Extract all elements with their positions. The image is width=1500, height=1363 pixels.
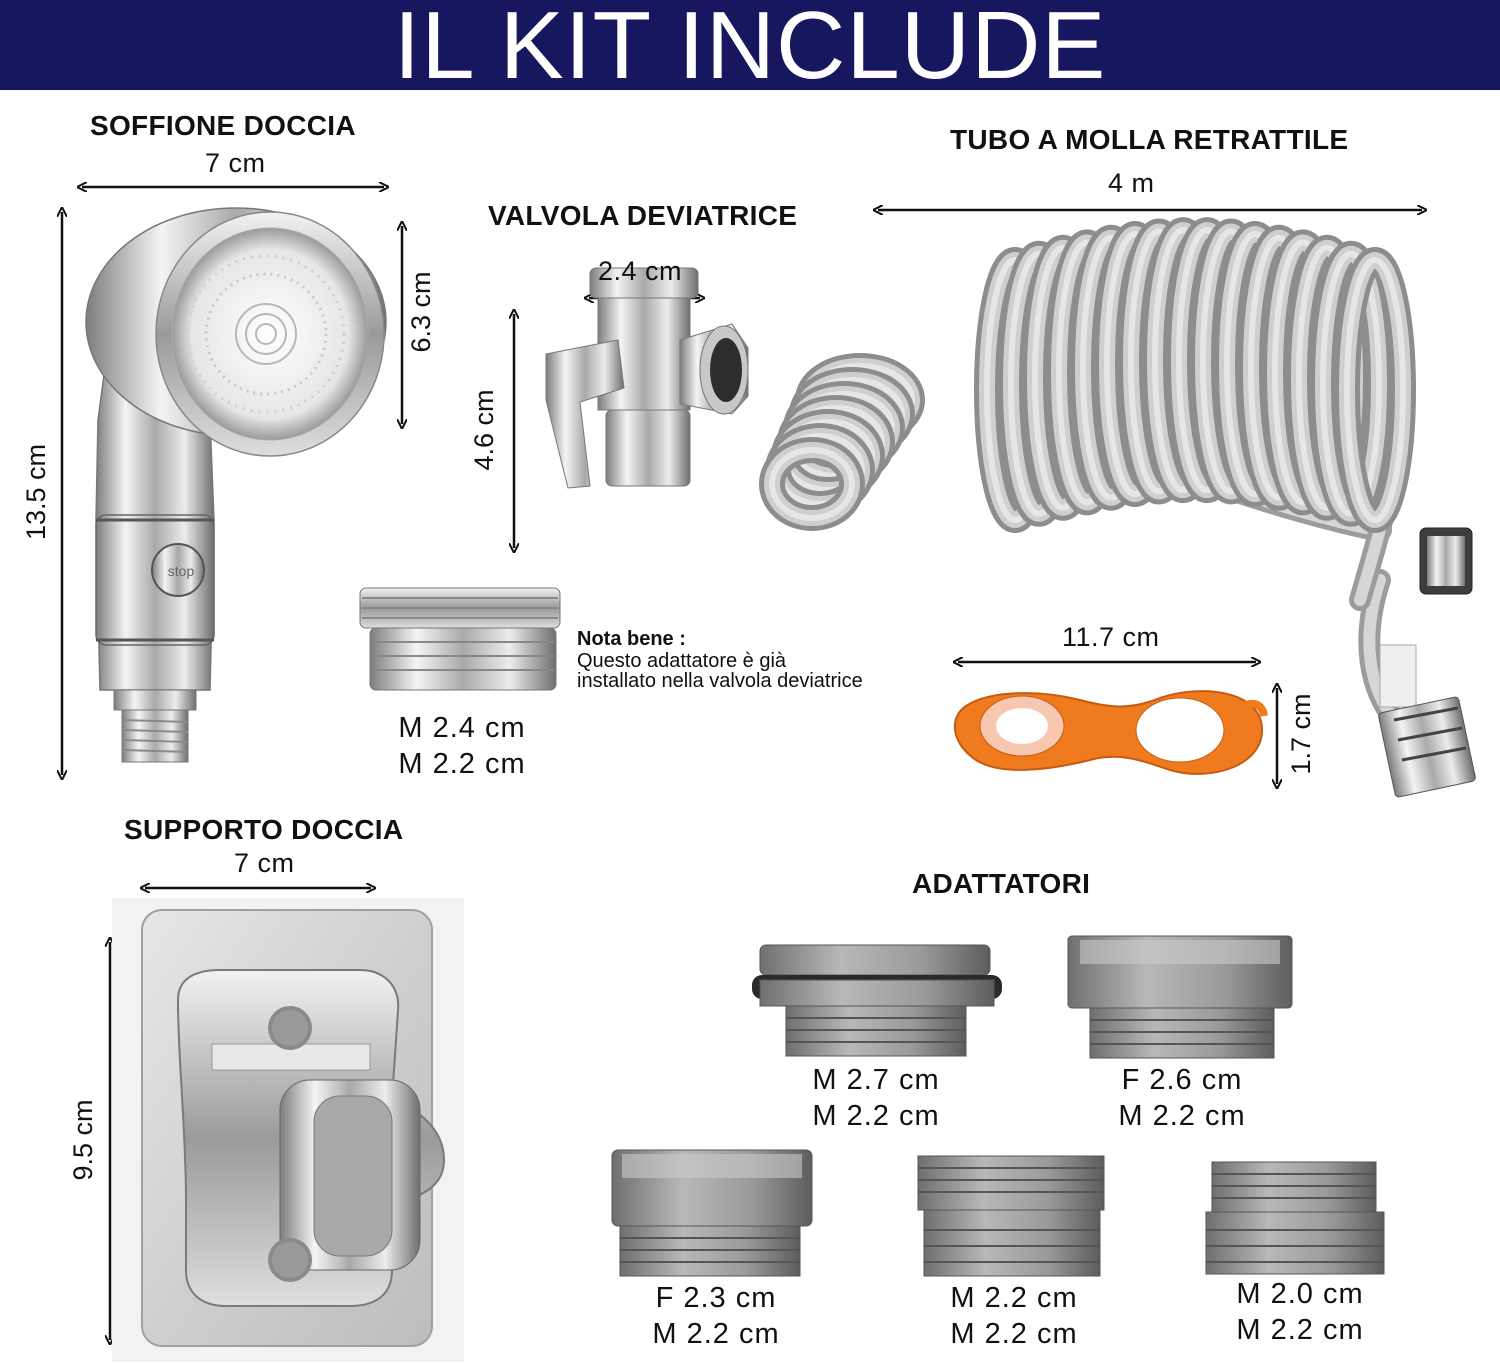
adapter-2-spec: F 2.6 cm M 2.2 cm	[1092, 1062, 1272, 1134]
shower-head-width-label: 7 cm	[205, 148, 266, 178]
adapter-4-spec-2: M 2.2 cm	[950, 1318, 1078, 1350]
note-title: Nota bene :	[577, 628, 686, 650]
diverter-valve-image	[545, 267, 749, 489]
adapters-title: ADATTATORI	[912, 868, 1091, 899]
adapter-4-spec-1: M 2.2 cm	[950, 1282, 1078, 1314]
adapter-1-spec-2: M 2.2 cm	[812, 1100, 940, 1132]
adapter-1-spec: M 2.7 cm M 2.2 cm	[786, 1062, 966, 1134]
adapter-4-spec: M 2.2 cm M 2.2 cm	[924, 1280, 1104, 1352]
adapter-2-image	[1067, 935, 1293, 1059]
valve-height-label: 4.6 cm	[469, 389, 499, 471]
note-line-2: installato nella valvola deviatrice	[577, 670, 863, 692]
header-banner	[0, 0, 1500, 90]
adapter-1-image	[752, 944, 1002, 1057]
adapter-3-spec: F 2.3 cm M 2.2 cm	[626, 1280, 806, 1352]
banner-title: IL KIT INCLUDE	[393, 0, 1107, 99]
adapter-1-spec-1: M 2.7 cm	[812, 1064, 940, 1096]
hose-fittings	[1378, 527, 1476, 798]
hose-title: TUBO A MOLLA RETRATTILE	[950, 124, 1349, 155]
adapter-5-image	[1205, 1161, 1385, 1275]
adapter-2-spec-1: F 2.6 cm	[1121, 1064, 1243, 1096]
note-line-1: Questo adattatore è già	[577, 650, 787, 672]
dimension-arrows	[62, 187, 1422, 1340]
hose-coil-loop	[769, 447, 855, 521]
holder-height-label: 9.5 cm	[68, 1099, 98, 1181]
valve-adapter-image	[359, 587, 561, 691]
shower-head-title: SOFFIONE DOCCIA	[90, 110, 356, 141]
holder-title: SUPPORTO DOCCIA	[124, 814, 404, 845]
valve-adapter-spec: M 2.4 cm M 2.2 cm	[372, 710, 552, 782]
shower-holder-image	[112, 898, 464, 1362]
hose-length-label: 4 m	[1108, 168, 1155, 198]
adapter-2-spec-2: M 2.2 cm	[1118, 1100, 1246, 1132]
stop-button-label: stop	[168, 563, 195, 579]
adapter-3-spec-1: F 2.3 cm	[655, 1282, 777, 1314]
shower-head-height-label: 13.5 cm	[21, 443, 51, 541]
wrench-image	[953, 690, 1268, 775]
wrench-height-label: 1.7 cm	[1286, 693, 1316, 775]
valve-adapter-spec-2: M 2.2 cm	[398, 748, 526, 780]
hose-coil-loop	[1320, 250, 1382, 517]
adapter-4-image	[917, 1155, 1105, 1277]
adapter-3-spec-2: M 2.2 cm	[652, 1318, 780, 1350]
adapter-5-spec-1: M 2.0 cm	[1236, 1278, 1364, 1310]
valve-width-label: 2.4 cm	[598, 256, 683, 286]
diverter-valve-title: VALVOLA DEVIATRICE	[488, 200, 798, 231]
adapter-3-image	[611, 1149, 813, 1277]
shower-head-face-height-label: 6.3 cm	[406, 271, 436, 353]
shower-head-image	[85, 207, 387, 763]
adapter-5-spec-2: M 2.2 cm	[1236, 1314, 1364, 1346]
valve-adapter-spec-1: M 2.4 cm	[398, 712, 526, 744]
note-box: Nota bene : Questo adattatore è già inst…	[577, 628, 863, 691]
coiled-hose-image	[759, 217, 1416, 731]
wrench-width-label: 11.7 cm	[1062, 622, 1160, 652]
hose-coil-loop	[1344, 257, 1406, 523]
holder-width-label: 7 cm	[234, 848, 295, 878]
adapter-5-spec: M 2.0 cm M 2.2 cm	[1210, 1276, 1390, 1348]
